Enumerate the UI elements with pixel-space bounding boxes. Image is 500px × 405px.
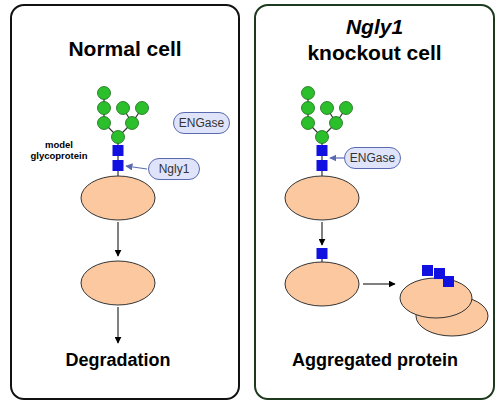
glcnac-square: [317, 160, 328, 171]
enzyme-pointer: [330, 157, 344, 158]
part-label: model glycoprotein: [22, 139, 96, 162]
glcnac-square: [113, 160, 124, 171]
flow-arrow: [322, 222, 323, 245]
flow-arrow: [118, 307, 119, 343]
cell-title: Normal cell: [25, 36, 225, 62]
title-block: Ngly1 knockout cell: [256, 14, 493, 66]
glcnac-square: [113, 145, 124, 156]
flow-arrow: [363, 284, 395, 285]
protein-ellipse: [400, 278, 472, 318]
enzyme-pointer: [126, 166, 147, 169]
flow-arrow: [118, 222, 119, 256]
cell-title: Ngly1 knockout cell: [302, 14, 447, 66]
mannose-circle: [136, 102, 149, 115]
mannose-circle: [126, 117, 139, 130]
protein-ellipse: [81, 176, 155, 220]
enzyme-name: ENGase: [179, 116, 224, 130]
cell-box: Normal cellENGaseNgly1: [10, 4, 240, 400]
enzyme-pill: ENGase: [344, 147, 401, 169]
mannose-circle: [340, 102, 353, 115]
mannose-circle: [302, 117, 315, 130]
mannose-circle: [98, 102, 111, 115]
mannose-circle: [321, 102, 334, 115]
protein-ellipse: [285, 262, 359, 306]
title-block: Normal cell: [12, 36, 238, 62]
mannose-circle: [316, 131, 329, 144]
enzyme-pill: ENGase: [173, 112, 230, 134]
glcnac-square: [422, 265, 433, 276]
outcome-label: Aggregated protein: [265, 350, 485, 372]
mannose-circle: [98, 117, 111, 130]
mannose-circle: [112, 131, 125, 144]
glcnac-square: [443, 276, 454, 287]
enzyme-name: Ngly1: [159, 162, 190, 176]
mannose-circle: [98, 87, 111, 100]
mannose-circle: [330, 117, 343, 130]
protein-ellipse: [81, 261, 155, 305]
mannose-circle: [302, 102, 315, 115]
mannose-circle: [117, 102, 130, 115]
glcnac-square: [317, 145, 328, 156]
enzyme-pill: Ngly1: [148, 158, 200, 180]
mannose-circle: [302, 87, 315, 100]
cell-box: Ngly1 knockout cellENGase: [254, 4, 495, 400]
glcnac-square: [317, 248, 328, 259]
protein-ellipse: [285, 176, 359, 220]
outcome-label: Degradation: [18, 350, 218, 372]
enzyme-name: ENGase: [350, 151, 395, 165]
